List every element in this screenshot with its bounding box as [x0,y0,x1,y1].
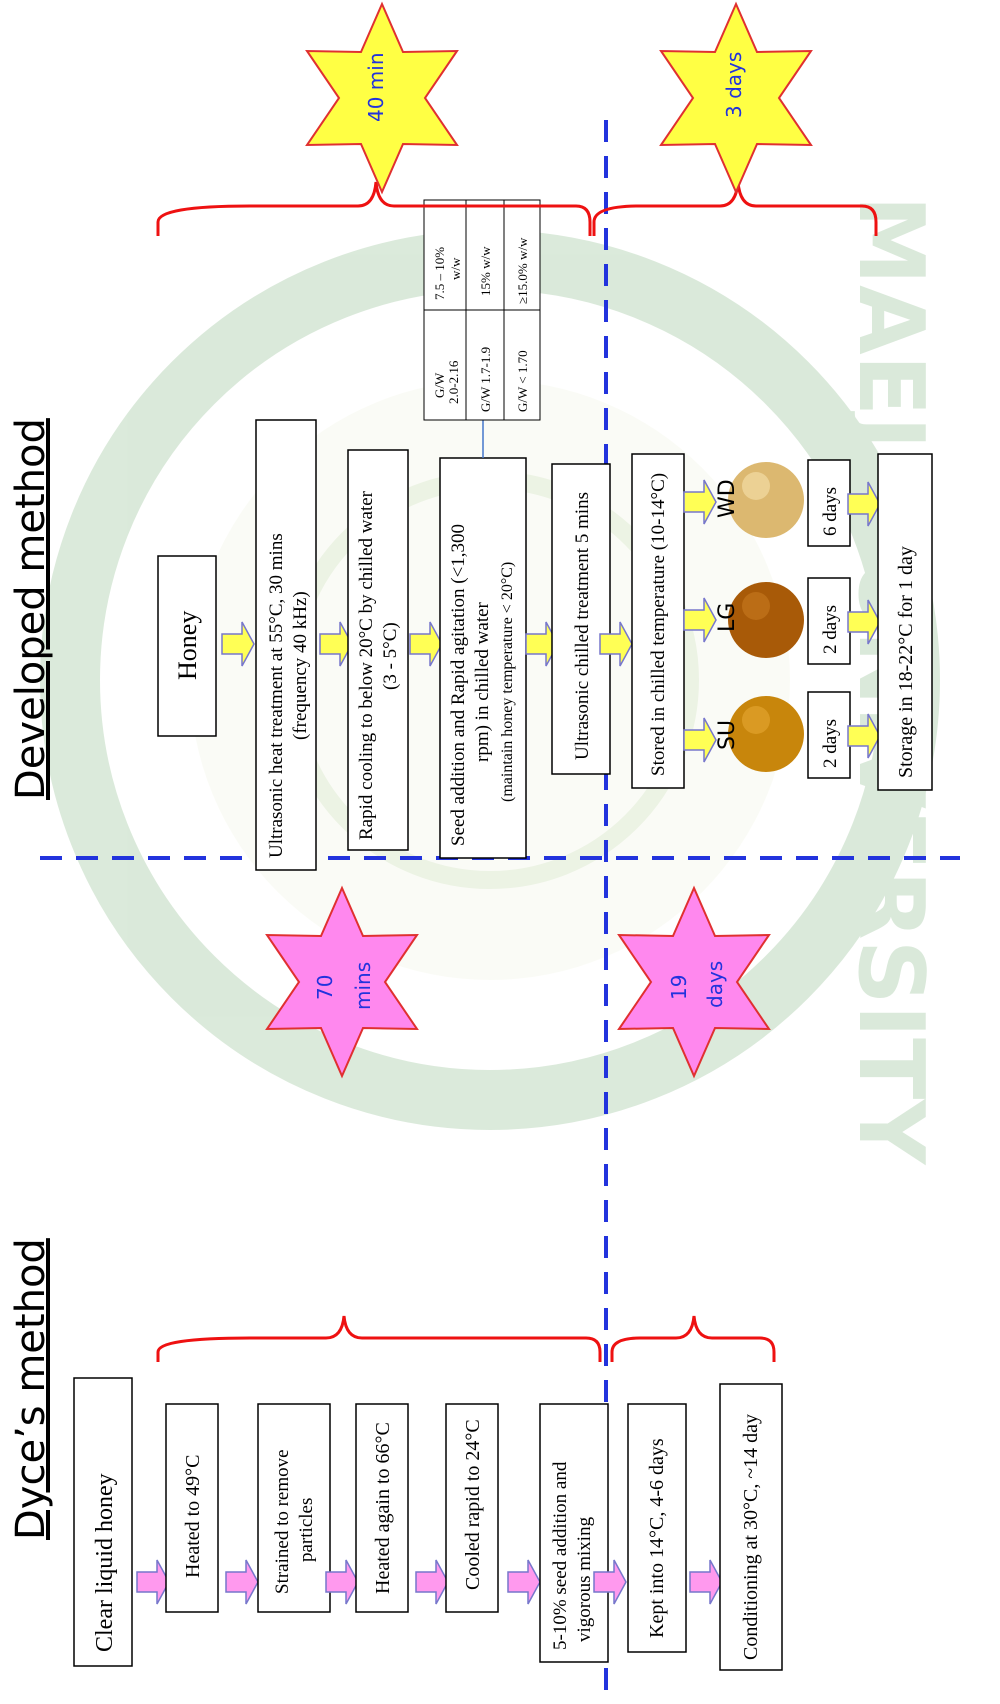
dev-step-ultrasonic-chilled-label: Ultrasonic chilled treatment 5 mins [572,492,593,760]
dev-step-seed-addition: Seed addition and Rapid agitation (<1,30… [439,457,527,859]
dev-arrow-1 [221,621,255,667]
dyce-step-4: Heated again to 66°C [355,1403,409,1613]
dyce-step-7: Kept into 14°C, 4-6 days [627,1403,687,1653]
honey-sample-wd: WD [715,462,804,538]
dyce-step-1-label: Clear liquid honey [92,1473,118,1652]
dyce-step-3-label-b: particles [296,1498,317,1562]
dyce-arrow-3 [325,1559,359,1605]
dyce-step-1: Clear liquid honey [73,1377,133,1667]
dyce-process-brace [156,1315,602,1362]
table-r1-seed-a: 7.5 – 10% [432,247,447,300]
days-lg: 2 days [820,605,841,654]
table-r2-gw: G/W 1.7-1.9 [478,347,493,412]
dev-step-seed-addition-label-b: rpm) in chilled water [472,601,493,762]
dyce-step-6: 5-10% seed addition and vigorous mixing [539,1403,609,1663]
dev-step-storage-label: Storage in 18-22°C for 1 day [895,546,917,778]
days-box-lg: 2 days [807,577,851,665]
dev-arrow-su-storage [847,713,881,759]
star-dev-process: 40 min [305,1,459,195]
dev-arrow-2 [319,621,353,667]
dev-step-ultrasonic-heat-label-a: Ultrasonic heat treatment at 55°C, 30 mi… [266,533,287,858]
honey-code-lg: LG [715,603,740,632]
dyce-step-8-label: Conditioning at 30°C, ~14 day [740,1414,762,1660]
dev-step-rapid-cooling: Rapid cooling to below 20°C by chilled w… [347,449,409,851]
days-box-wd: 6 days [807,459,851,547]
dyce-step-6-label-a: 5-10% seed addition and [550,1461,571,1650]
dyce-method-title: Dyce’s method [8,1238,54,1540]
dyce-step-3: Strained to remove particles [257,1403,331,1613]
developed-method-title: Developed method [8,418,54,800]
days-su: 2 days [820,719,841,768]
dev-step-stored-label: Stored in chilled temperature (10-14°C) [648,473,669,776]
dev-step-seed-addition-label-c: (maintain honey temperature < 20°C) [499,562,516,802]
seed-ratio-table: G/W 2.0-2.16 7.5 – 10% w/w G/W 1.7-1.9 1… [423,199,541,421]
dyce-step-3-label-a: Strained to remove [272,1449,293,1594]
star-dyce-process: 70 mins [265,885,419,1079]
dyce-arrow-5 [507,1559,541,1605]
table-r3-gw: G/W < 1.70 [515,350,530,412]
dev-step-ultrasonic-chilled: Ultrasonic chilled treatment 5 mins [551,463,611,775]
dev-process-brace [156,181,592,236]
dev-arrow-to-lg [683,597,717,643]
table-r1-gw-b: 2.0-2.16 [446,360,461,404]
dyce-arrow-1 [136,1559,170,1605]
dev-step-ultrasonic-heat: Ultrasonic heat treatment at 55°C, 30 mi… [255,419,317,871]
honey-sample-lg: LG [715,582,804,658]
dev-arrow-5 [599,621,633,667]
dyce-arrow-7 [689,1559,723,1605]
dev-arrow-wd-storage [847,481,881,527]
dyce-step-8: Conditioning at 30°C, ~14 day [719,1383,783,1671]
dev-arrow-3 [409,621,443,667]
dev-arrow-lg-storage [847,599,881,645]
table-r1-gw-a: G/W [432,372,447,398]
dev-step-honey: Honey [157,555,217,737]
dev-step-stored: Stored in chilled temperature (10-14°C) [631,453,685,789]
dev-step-ultrasonic-heat-label-b: (frequency 40 kHz) [290,591,311,740]
dyce-arrow-2 [225,1559,259,1605]
dyce-storage-brace [610,1315,776,1362]
dev-step-honey-label: Honey [173,611,202,680]
dyce-step-4-label: Heated again to 66°C [372,1422,394,1594]
dyce-step-5-label: Cooled rapid to 24°C [462,1419,484,1590]
table-r3-seed: ≥15.0% w/w [515,237,530,304]
dev-step-seed-addition-label-a: Seed addition and Rapid agitation (<1,30… [448,524,469,846]
dyce-step-2: Heated to 49°C [165,1403,219,1613]
dev-arrow-to-wd [683,479,717,525]
dev-step-storage: Storage in 18-22°C for 1 day [877,453,933,791]
star-dev-storage-label: 3 days [722,52,746,118]
star-dyce-process-value: 70 [313,975,337,1000]
dyce-step-6-label-b: vigorous mixing [574,1516,595,1642]
honey-code-su: SU [715,720,740,750]
dyce-arrow-6 [593,1559,627,1605]
dev-step-rapid-cooling-label-a: Rapid cooling to below 20°C by chilled w… [356,490,377,840]
honey-sample-su: SU [715,696,804,772]
star-dyce-process-unit: mins [351,962,375,1010]
dev-arrow-to-su [683,717,717,763]
star-dyce-storage: 19 days [617,885,771,1079]
star-dyce-storage-unit: days [703,961,727,1008]
table-r2-seed: 15% w/w [478,246,493,296]
star-dev-storage: 3 days [659,1,813,195]
days-wd: 6 days [820,487,841,536]
dev-step-rapid-cooling-label-b: (3 - 5°C) [380,622,401,690]
honey-code-wd: WD [715,479,740,518]
star-dev-process-label: 40 min [364,52,388,122]
table-r1-seed-b: w/w [448,257,463,280]
dyce-arrow-4 [415,1559,449,1605]
dyce-step-2-label: Heated to 49°C [182,1454,204,1578]
dyce-step-5: Cooled rapid to 24°C [445,1403,499,1613]
dyce-step-7-label: Kept into 14°C, 4-6 days [646,1438,668,1638]
star-dyce-storage-value: 19 [667,975,691,1000]
days-box-su: 2 days [807,691,851,779]
